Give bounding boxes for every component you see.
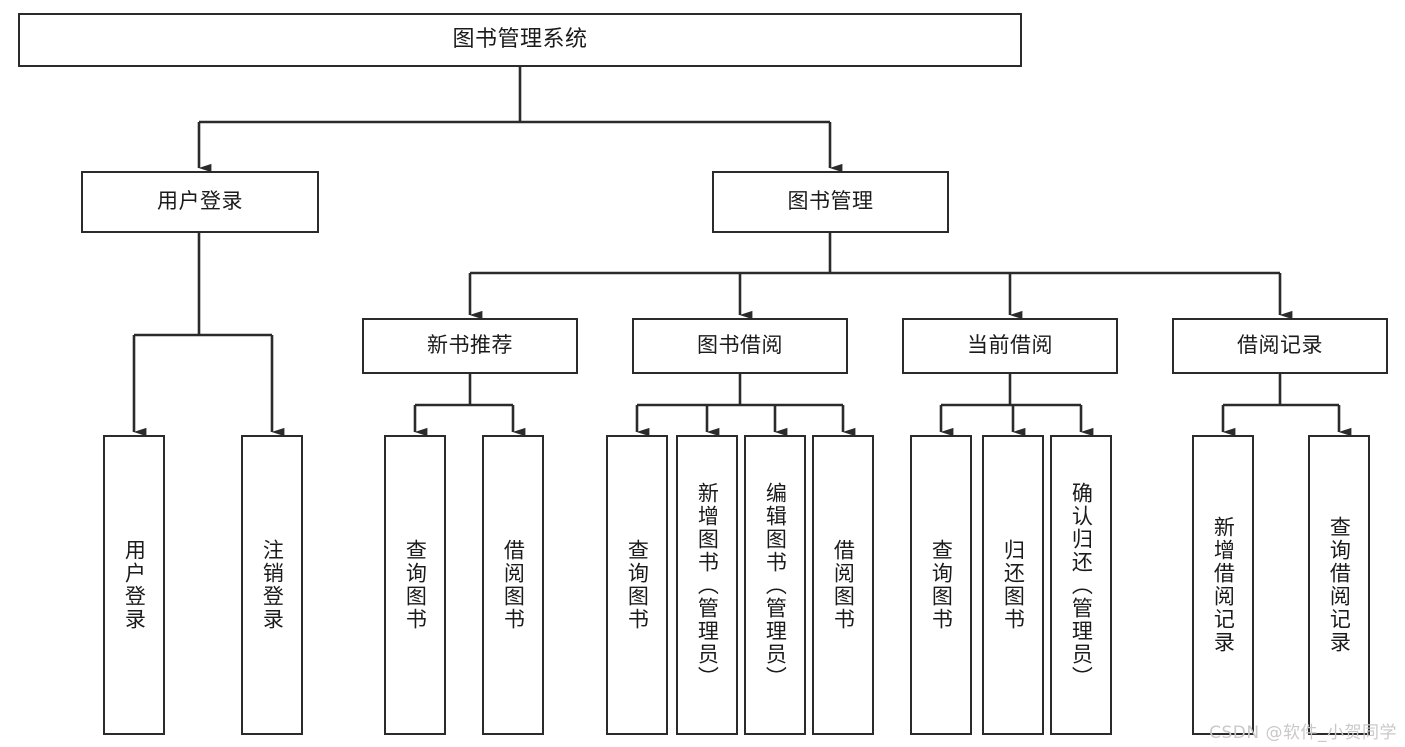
node-leaf-user-logout-label: 注销登录: [260, 539, 285, 631]
node-leaf-edit-book-label: 编辑图书（管理员）: [763, 481, 788, 689]
node-user-login-label: 用户登录: [157, 189, 243, 214]
node-leaf-add-record[interactable]: 新增借阅记录: [1192, 435, 1254, 735]
node-book-manage[interactable]: 图书管理: [712, 171, 949, 233]
node-user-login[interactable]: 用户登录: [81, 171, 319, 233]
node-leaf-return-book[interactable]: 归还图书: [982, 435, 1044, 735]
node-leaf-add-record-label: 新增借阅记录: [1211, 516, 1236, 654]
node-new-book-recommend-label: 新书推荐: [427, 333, 513, 358]
node-leaf-user-logout[interactable]: 注销登录: [241, 435, 303, 735]
node-leaf-borrow-book-2[interactable]: 借阅图书: [812, 435, 874, 735]
node-book-borrow[interactable]: 图书借阅: [632, 318, 848, 374]
node-new-book-recommend[interactable]: 新书推荐: [362, 318, 578, 374]
node-leaf-query-book-1[interactable]: 查询图书: [384, 435, 446, 735]
node-leaf-return-book-label: 归还图书: [1001, 539, 1026, 631]
node-leaf-query-book-2[interactable]: 查询图书: [606, 435, 668, 735]
node-leaf-confirm-return[interactable]: 确认归还（管理员）: [1050, 435, 1112, 735]
node-current-borrow[interactable]: 当前借阅: [902, 318, 1118, 374]
node-root[interactable]: 图书管理系统: [18, 13, 1022, 67]
node-leaf-query-book-3[interactable]: 查询图书: [910, 435, 972, 735]
node-leaf-add-book-label: 新增图书（管理员）: [695, 481, 720, 689]
node-leaf-borrow-book-1-label: 借阅图书: [501, 539, 526, 631]
node-leaf-query-book-2-label: 查询图书: [625, 539, 650, 631]
node-leaf-query-book-1-label: 查询图书: [403, 539, 428, 631]
node-leaf-confirm-return-label: 确认归还（管理员）: [1069, 481, 1094, 689]
node-leaf-user-login-label: 用户登录: [122, 539, 147, 631]
node-leaf-user-login[interactable]: 用户登录: [103, 435, 165, 735]
node-leaf-borrow-book-2-label: 借阅图书: [831, 539, 856, 631]
node-leaf-query-record-label: 查询借阅记录: [1327, 516, 1352, 654]
node-leaf-add-book[interactable]: 新增图书（管理员）: [676, 435, 738, 735]
node-leaf-query-book-3-label: 查询图书: [929, 539, 954, 631]
node-leaf-borrow-book-1[interactable]: 借阅图书: [482, 435, 544, 735]
node-root-label: 图书管理系统: [452, 26, 588, 52]
node-book-borrow-label: 图书借阅: [697, 333, 783, 358]
node-borrow-record-label: 借阅记录: [1237, 333, 1323, 358]
node-current-borrow-label: 当前借阅: [967, 333, 1053, 358]
node-book-manage-label: 图书管理: [787, 189, 874, 214]
csdn-watermark: CSDN @软件_小贺同学: [1209, 723, 1397, 743]
node-leaf-query-record[interactable]: 查询借阅记录: [1308, 435, 1370, 735]
node-borrow-record[interactable]: 借阅记录: [1172, 318, 1388, 374]
node-leaf-edit-book[interactable]: 编辑图书（管理员）: [744, 435, 806, 735]
